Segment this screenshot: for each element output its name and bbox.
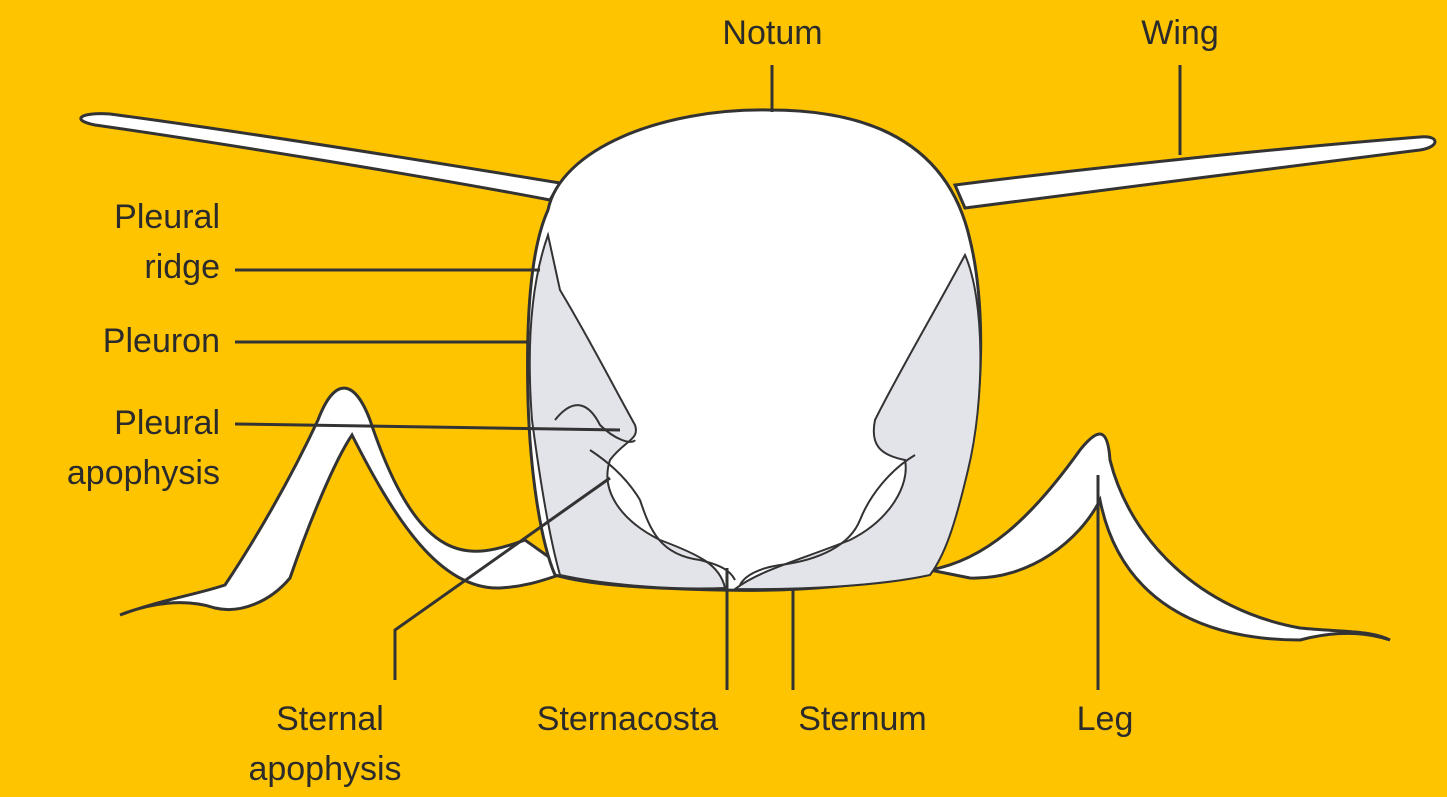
label-leg: Leg	[1055, 698, 1155, 740]
label-sternacosta: Sternacosta	[485, 698, 770, 740]
label-pleuron: Pleuron	[20, 320, 220, 362]
label-notum: Notum	[700, 12, 845, 54]
label-pleural-ridge-line1: Pleural	[20, 196, 220, 238]
label-pleural-apophysis-line1: Pleural	[20, 402, 220, 444]
label-sternal-apophysis-line1: Sternal	[220, 698, 440, 740]
left-wing	[81, 114, 560, 200]
label-pleural-apophysis-line2: apophysis	[20, 452, 220, 494]
label-pleural-ridge-line2: ridge	[20, 246, 220, 288]
right-leg	[930, 434, 1390, 640]
label-wing: Wing	[1115, 12, 1245, 54]
right-wing	[955, 137, 1435, 208]
label-sternum: Sternum	[770, 698, 955, 740]
label-sternal-apophysis-line2: apophysis	[205, 748, 445, 790]
